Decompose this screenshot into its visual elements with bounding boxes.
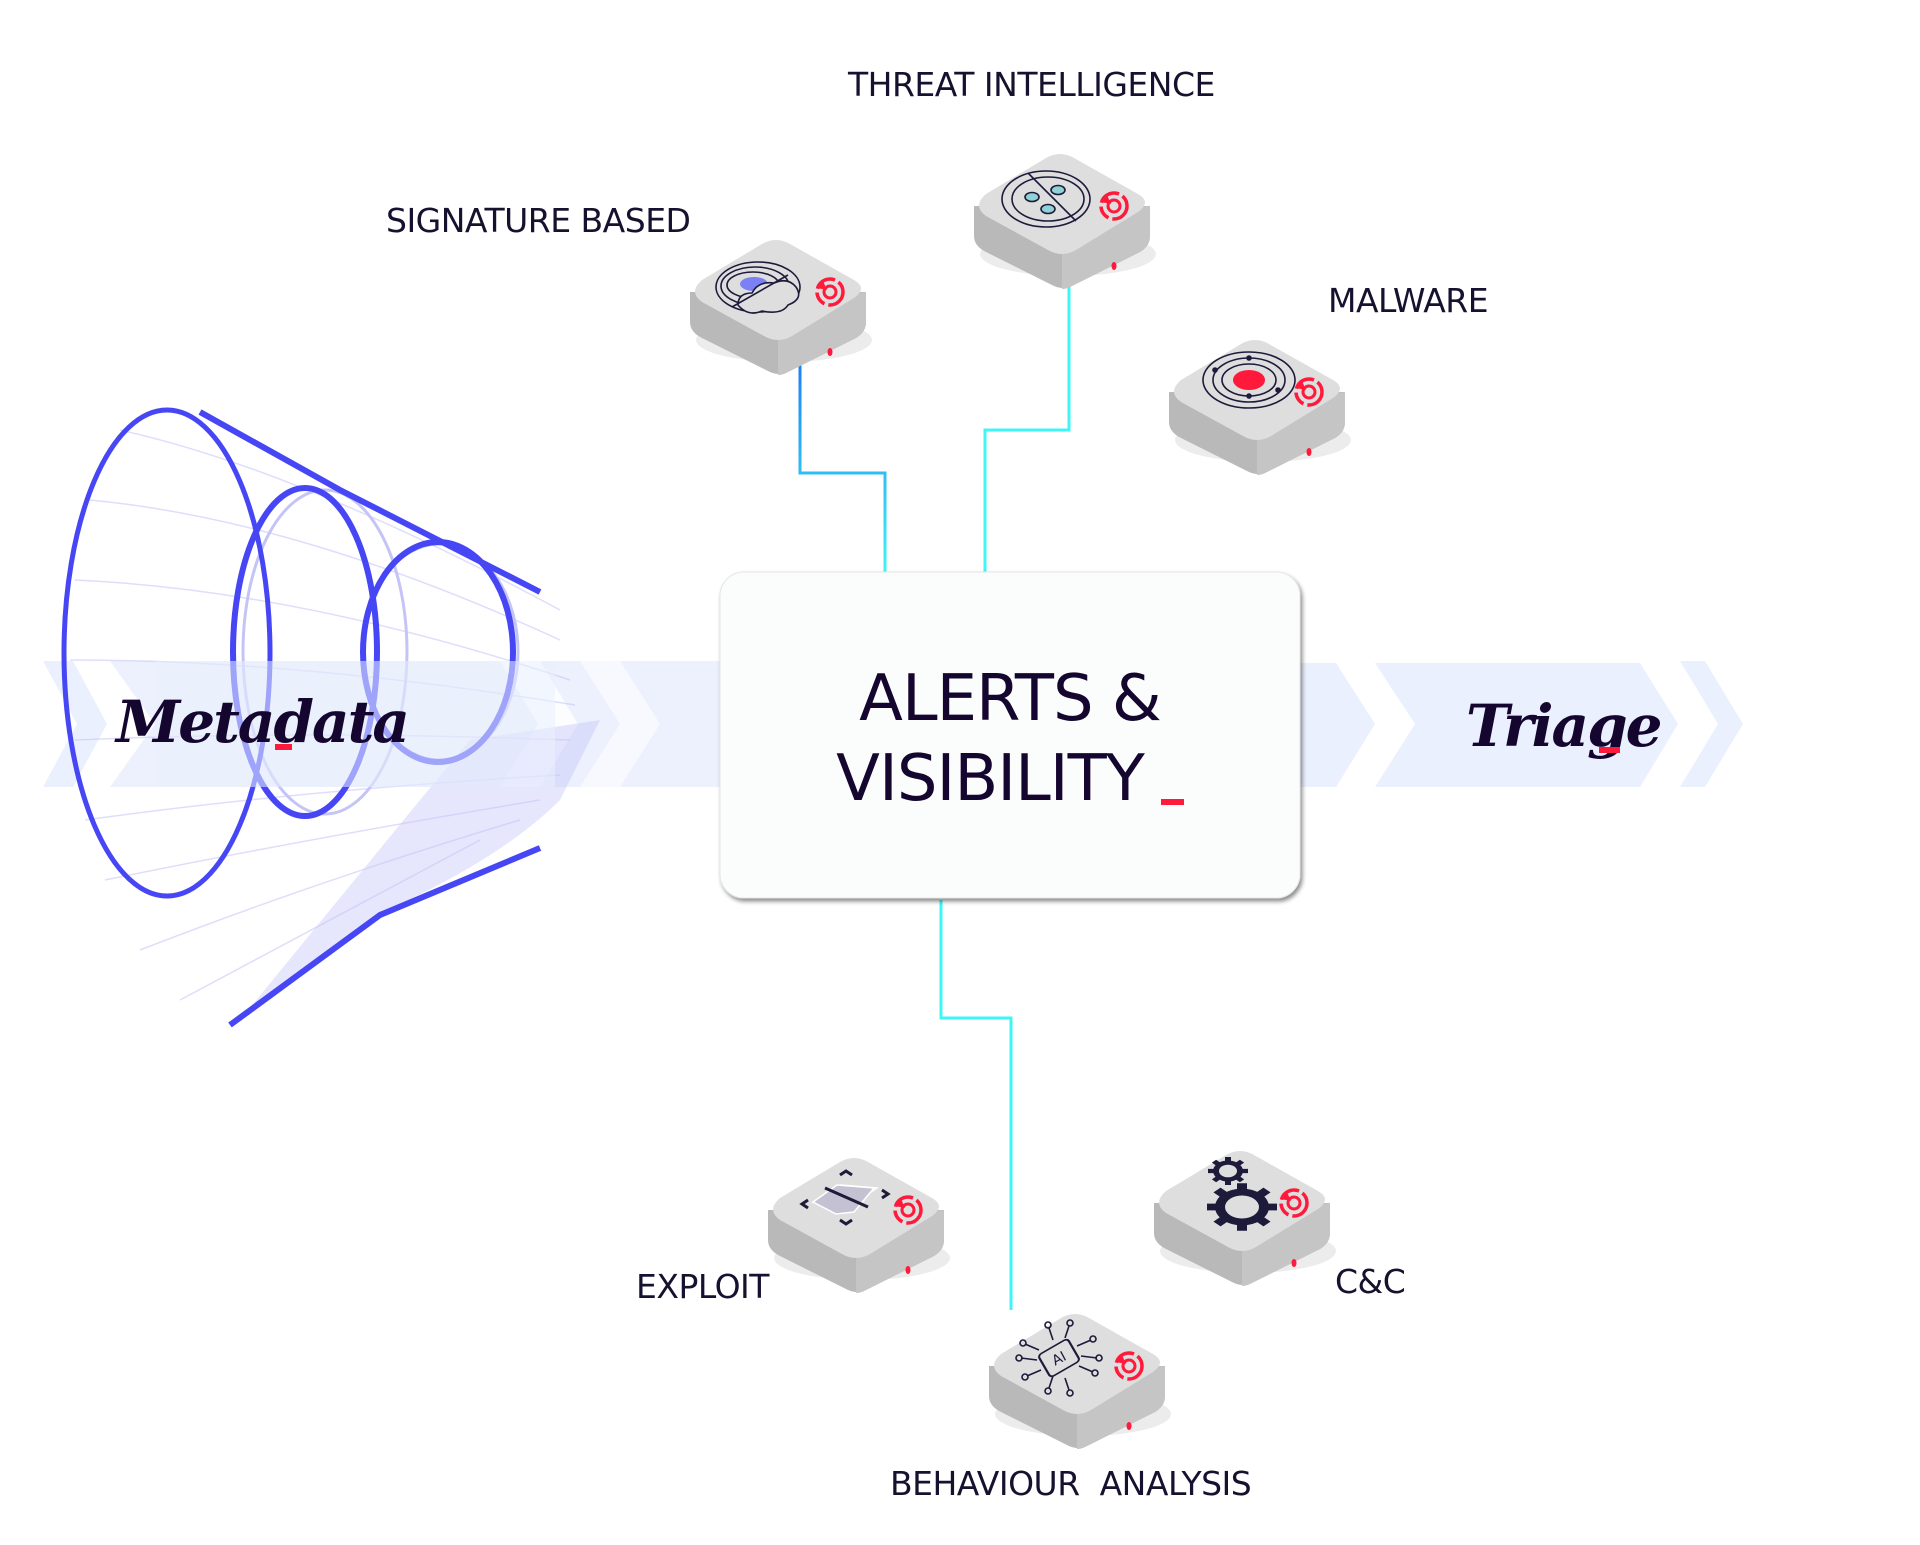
triage-label: Triage bbox=[1466, 692, 1661, 760]
label-cnc: C&C bbox=[1335, 1262, 1405, 1301]
connectors bbox=[798, 272, 1257, 1310]
label-signature: SIGNATURE BASED bbox=[386, 201, 690, 240]
connector-behaviour bbox=[939, 900, 1013, 1310]
label-behaviour-analysis: BEHAVIOUR ANALYSIS bbox=[890, 1464, 1251, 1503]
metadata-label: Metadata bbox=[114, 688, 408, 756]
label-threat-intelligence: THREAT INTELLIGENCE bbox=[847, 65, 1215, 104]
device-behaviour-analysis[interactable]: AI bbox=[987, 1312, 1173, 1451]
device-cnc[interactable] bbox=[1152, 1149, 1338, 1288]
funnel-ring-inner-1 bbox=[241, 488, 409, 816]
device-threat-intelligence[interactable] bbox=[972, 152, 1158, 291]
chevron-right-small bbox=[1680, 661, 1743, 787]
device-signature[interactable] bbox=[688, 238, 874, 377]
band-right-tail bbox=[1280, 663, 1375, 787]
device-malware[interactable] bbox=[1167, 338, 1353, 477]
funnel-ring-middle bbox=[230, 485, 380, 819]
band-notch-2 bbox=[580, 661, 660, 787]
device-exploit[interactable] bbox=[766, 1156, 952, 1295]
chevron-right-main bbox=[1375, 663, 1678, 787]
hub-box: ALERTS & VISIBILITY bbox=[719, 571, 1301, 899]
flow-band-overlay bbox=[155, 661, 555, 787]
connector-signature bbox=[798, 355, 887, 572]
triage-cursor bbox=[1599, 747, 1620, 753]
label-malware: MALWARE bbox=[1328, 281, 1488, 320]
hub-title-line1: ALERTS & bbox=[859, 662, 1161, 736]
scan-frame-icon bbox=[799, 1169, 891, 1226]
network-globe-icon bbox=[1001, 170, 1091, 228]
brain-scan-icon bbox=[715, 261, 801, 314]
funnel-ring-mouth bbox=[61, 407, 273, 899]
connector-threat bbox=[983, 272, 1071, 572]
ai-chip-icon: AI bbox=[1015, 1319, 1103, 1397]
hub-cursor bbox=[1161, 799, 1184, 805]
funnel-graphic bbox=[61, 407, 600, 1028]
gears-icon bbox=[1207, 1157, 1277, 1231]
label-exploit: EXPLOIT bbox=[636, 1267, 770, 1306]
target-orbit-icon bbox=[1202, 351, 1296, 409]
hub-title-line2: VISIBILITY bbox=[836, 742, 1146, 816]
metadata-cursor bbox=[275, 744, 292, 750]
svg-text:AI: AI bbox=[1050, 1349, 1070, 1370]
